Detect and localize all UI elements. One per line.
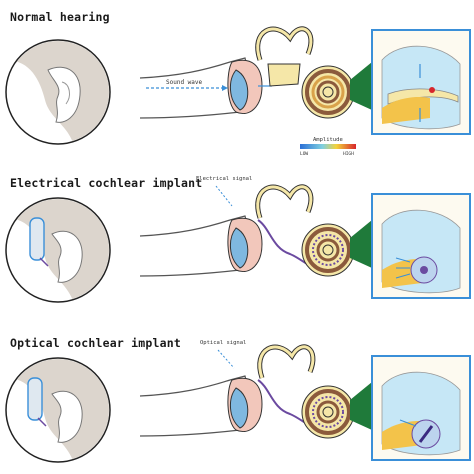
head-icon [5,357,111,463]
amplitude-legend: Amplitude LOW HIGH [300,137,356,157]
head-icon [5,197,111,303]
semicircular-canals [255,26,314,87]
electrical-signal-label: Electrical signal [196,176,252,182]
eardrum [230,227,249,269]
arrow-head-icon [222,85,228,91]
cochlea [301,65,355,119]
svg-text:HIGH: HIGH [343,151,354,157]
svg-text:LOW: LOW [300,151,308,157]
electrical-implant-diagram: Electrical signal [5,176,471,303]
semicircular-canals [255,184,314,219]
normal-hearing-diagram: Sound wave Amplitude LOW HIGH [5,26,471,157]
zoom-inset [371,355,471,461]
panel-normal-hearing: Normal hearing Sound wave [0,0,474,158]
semicircular-canals [257,344,316,379]
panel-optical-implant: Optical cochlear implant Optical signal [0,316,474,474]
auditory-nerve [350,220,372,268]
signal-pointer [215,185,233,207]
signal-pointer [217,349,235,369]
auditory-nerve [350,382,372,430]
panel-title: Electrical cochlear implant [10,176,203,190]
cochlea [301,223,355,277]
sound-wave-label: Sound wave [166,79,203,86]
optical-implant-diagram: Optical signal [5,340,471,463]
panel-electrical-implant: Electrical cochlear implant Electrical s… [0,158,474,316]
auditory-nerve [350,62,372,110]
zoom-inset [371,193,471,299]
eardrum [230,69,249,111]
eardrum [230,387,249,429]
cochlea [301,385,355,439]
panel-title: Optical cochlear implant [10,336,181,350]
optical-signal-label: Optical signal [200,340,246,346]
panel-title: Normal hearing [10,10,110,24]
head-icon [5,39,111,145]
svg-text:Amplitude: Amplitude [313,137,343,143]
zoom-inset [371,29,471,135]
